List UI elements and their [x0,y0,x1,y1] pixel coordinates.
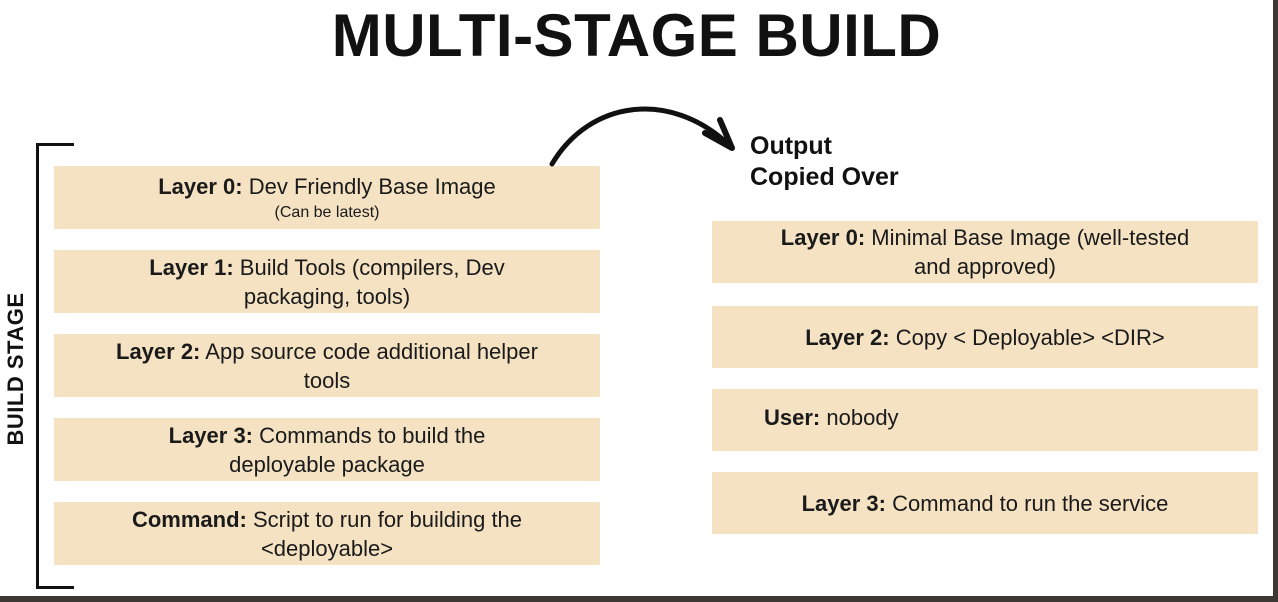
build-command-desc: Script to run for building the <deployab… [252,506,523,561]
build-layer-3-name: Layer 3: [168,422,254,448]
build-layer-1-name: Layer 1: [149,254,234,280]
build-command-box: Command: Script to run for building the … [54,502,600,565]
build-layer-1-text: Layer 1: Build Tools (compilers, Dev pac… [97,253,557,311]
output-layer-0-name: Layer 0: [780,225,866,250]
output-layer-2-name: Layer 2: [805,324,890,350]
output-layer-3-text: Layer 3: Command to run the service [802,489,1169,518]
output-user-desc: nobody [826,405,899,430]
build-command-text: Command: Script to run for building the … [77,505,577,563]
output-layer-2-desc: Copy < Deployable> <DIR> [895,324,1165,350]
output-user-name: User: [764,405,821,430]
output-layer-0-desc: Minimal Base Image (well-tested and appr… [871,225,1190,279]
output-layer-0-text: Layer 0: Minimal Base Image (well-tested… [765,223,1205,281]
output-layer-3-name: Layer 3: [801,490,886,516]
build-layer-0-text: Layer 0: Dev Friendly Base Image [158,172,496,201]
build-layer-2-name: Layer 2: [116,338,201,364]
build-layer-3-text: Layer 3: Commands to build the deployabl… [117,421,537,479]
build-layer-1-desc: Build Tools (compilers, Dev packaging, t… [239,254,505,309]
output-layer-3-box: Layer 3: Command to run the service [712,472,1258,534]
output-layer-2-text: Layer 2: Copy < Deployable> <DIR> [805,323,1165,352]
build-command-name: Command: [131,506,247,532]
build-layer-1-box: Layer 1: Build Tools (compilers, Dev pac… [54,250,600,313]
build-layer-3-box: Layer 3: Commands to build the deployabl… [54,418,600,481]
diagram-title: MULTI-STAGE BUILD [331,2,942,69]
output-layer-0-box: Layer 0: Minimal Base Image (well-tested… [712,221,1258,283]
build-layer-2-box: Layer 2: App source code additional help… [54,334,600,397]
curved-arrow-icon [549,106,735,167]
build-layer-2-text: Layer 2: App source code additional help… [92,337,562,395]
output-layer-2-box: Layer 2: Copy < Deployable> <DIR> [712,306,1258,368]
build-layer-0-desc: Dev Friendly Base Image [248,173,496,199]
build-layer-3-desc: Commands to build the deployable package [229,422,486,477]
output-label-line1: Output [750,132,832,160]
build-stage-label: BUILD STAGE [3,292,28,446]
build-layer-0-note: (Can be latest) [274,203,380,221]
build-layer-0-box: Layer 0: Dev Friendly Base Image (Can be… [54,166,600,229]
output-user-box: User: nobody [712,389,1258,451]
output-user-text: User: nobody [764,403,899,432]
output-label-line2: Copied Over [750,163,899,191]
build-layer-2-desc: App source code additional helper tools [205,338,538,393]
output-layer-3-desc: Command to run the service [892,490,1169,516]
build-stage-bracket [36,143,74,589]
output-label: Output Copied Over [750,131,899,193]
build-layer-0-name: Layer 0: [158,173,243,199]
